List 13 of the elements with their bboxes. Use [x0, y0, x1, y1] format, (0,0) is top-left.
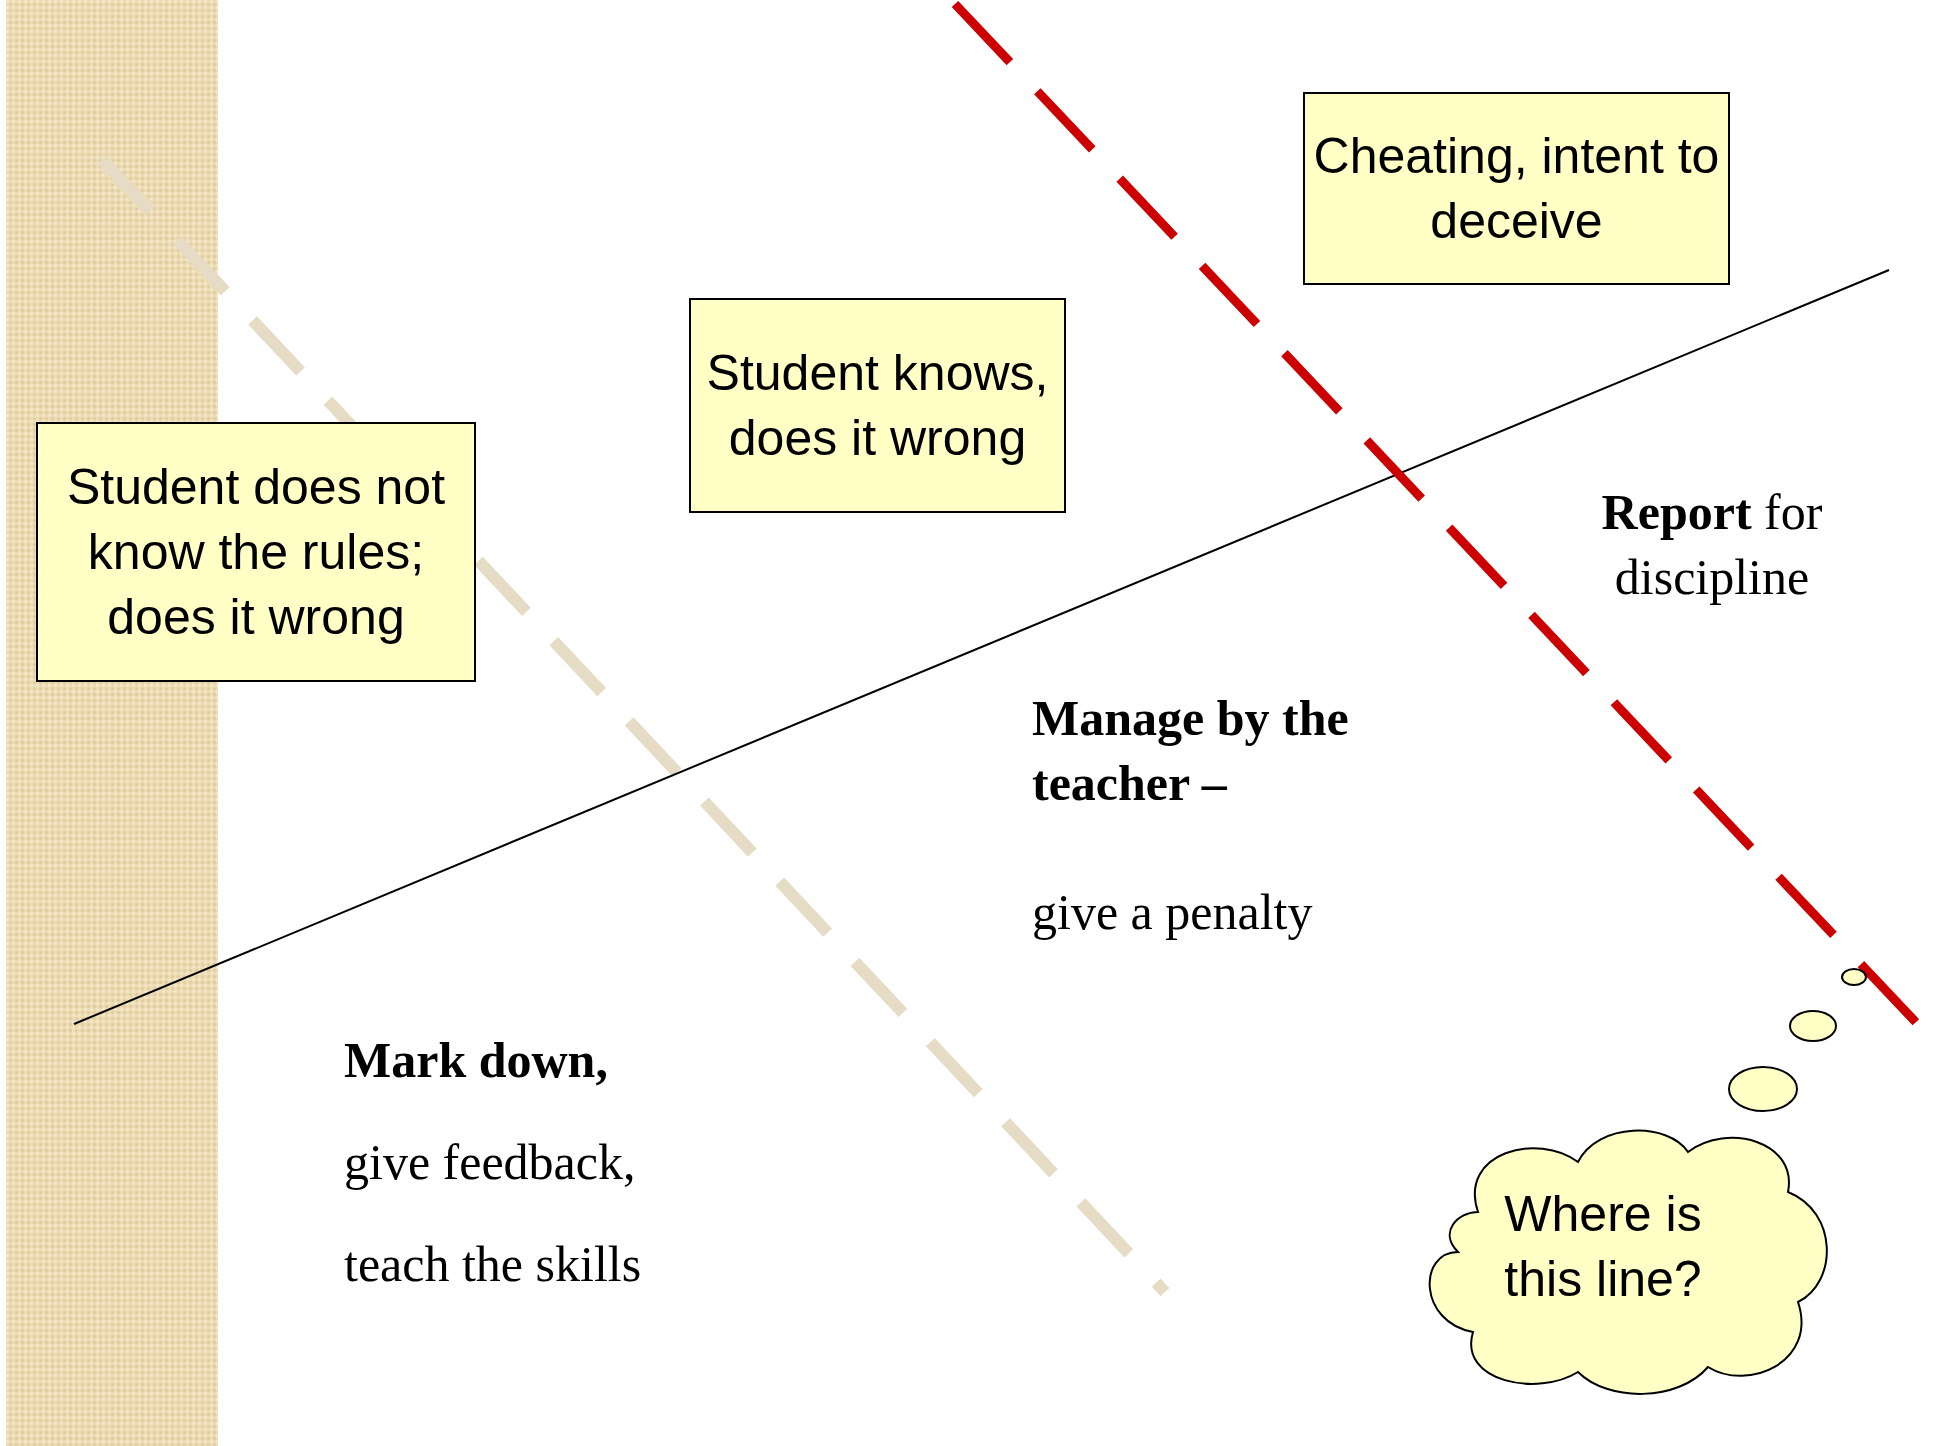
note-box	[689, 298, 1066, 513]
action-text: give a penalty	[1032, 883, 1314, 942]
action-text: teach the skills	[344, 1235, 643, 1294]
note-text: Cheating, intent to deceive	[1312, 126, 1721, 251]
action-text: Mark down,	[344, 1031, 609, 1090]
action-text: Manage by the teacher –	[1032, 689, 1350, 813]
cloud-text: Where is this line?	[1503, 1185, 1703, 1309]
note-box	[1303, 92, 1730, 285]
note-box	[36, 422, 476, 682]
note-text: Student does not know the rules; does it wrong	[65, 457, 447, 647]
action-text: Report for discipline	[1600, 483, 1824, 607]
action-text: give feedback,	[344, 1133, 637, 1192]
note-text: Student knows, does it wrong	[705, 343, 1050, 468]
